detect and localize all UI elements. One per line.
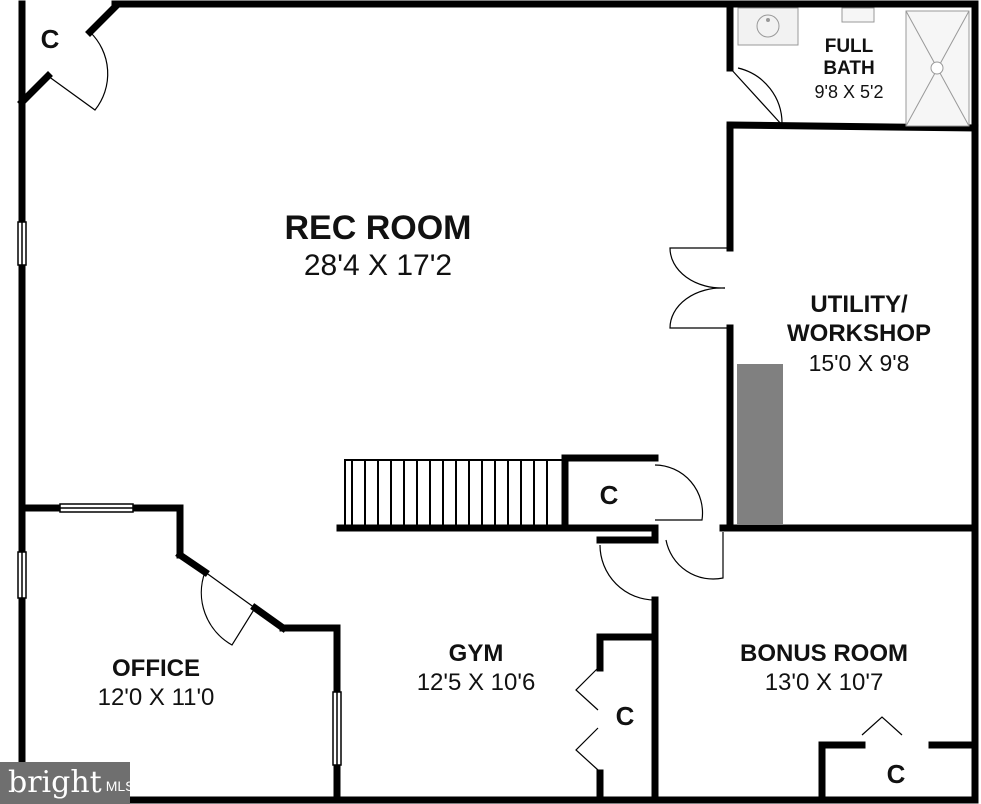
utility-name-line2: WORKSHOP xyxy=(787,320,931,347)
gym-name: GYM xyxy=(448,640,504,667)
utility-label: UTILITY/ WORKSHOP 15'0 X 9'8 xyxy=(787,290,931,378)
stairs xyxy=(344,459,564,527)
brightmls-watermark: bright MLS xyxy=(0,762,135,804)
full-bath-dims: 9'8 X 5'2 xyxy=(814,82,884,102)
bonus-room-dims: 13'0 X 10'7 xyxy=(764,669,884,696)
rec-room-dims: 28'4 X 17'2 xyxy=(303,249,453,282)
utility-equipment xyxy=(737,364,783,524)
rec-room-name: REC ROOM xyxy=(284,209,472,247)
bonus-room-label: BONUS ROOM 13'0 X 10'7 xyxy=(740,640,908,698)
sink-icon xyxy=(737,7,799,46)
door-utility-bottom xyxy=(665,532,724,580)
office-label: OFFICE 12'0 X 11'0 xyxy=(98,655,215,713)
utility-dims: 15'0 X 9'8 xyxy=(808,350,910,376)
office-dims: 12'0 X 11'0 xyxy=(97,684,215,711)
door-utility-lower xyxy=(669,287,730,329)
door-stair-closet xyxy=(654,464,704,521)
closet-label-gym: C xyxy=(615,701,635,731)
door-gym xyxy=(599,544,656,601)
bath-fixtures xyxy=(737,7,970,127)
toilet-icon xyxy=(841,7,875,23)
walls xyxy=(16,0,979,804)
door-utility-upper xyxy=(669,247,730,289)
door-bonus-closet xyxy=(861,716,903,736)
watermark-brand: bright xyxy=(8,765,102,800)
closet-label-stair: C xyxy=(599,480,619,510)
door-gym-closet-bottom xyxy=(575,727,599,771)
bonus-room-name: BONUS ROOM xyxy=(740,640,908,667)
closet-label-top-left: C xyxy=(40,24,60,54)
full-bath-name-line1: FULL xyxy=(824,36,874,57)
door-office xyxy=(200,571,256,646)
doors xyxy=(47,31,903,771)
gym-dims: 12'5 X 10'6 xyxy=(416,669,536,696)
watermark-suffix: MLS xyxy=(105,778,135,794)
full-bath-label: FULL BATH 9'8 X 5'2 xyxy=(815,36,884,104)
office-name: OFFICE xyxy=(112,655,200,682)
door-bath xyxy=(729,67,783,127)
closet-label-bonus: C xyxy=(886,759,906,789)
door-closet-topleft xyxy=(47,31,109,111)
full-bath-name-line2: BATH xyxy=(823,58,875,79)
gym-label: GYM 12'5 X 10'6 xyxy=(417,640,536,698)
rec-room-label: REC ROOM 28'4 X 17'2 xyxy=(285,208,472,284)
windows xyxy=(17,221,342,766)
door-gym-closet-top xyxy=(575,667,599,711)
utility-name-line1: UTILITY/ xyxy=(810,291,908,318)
